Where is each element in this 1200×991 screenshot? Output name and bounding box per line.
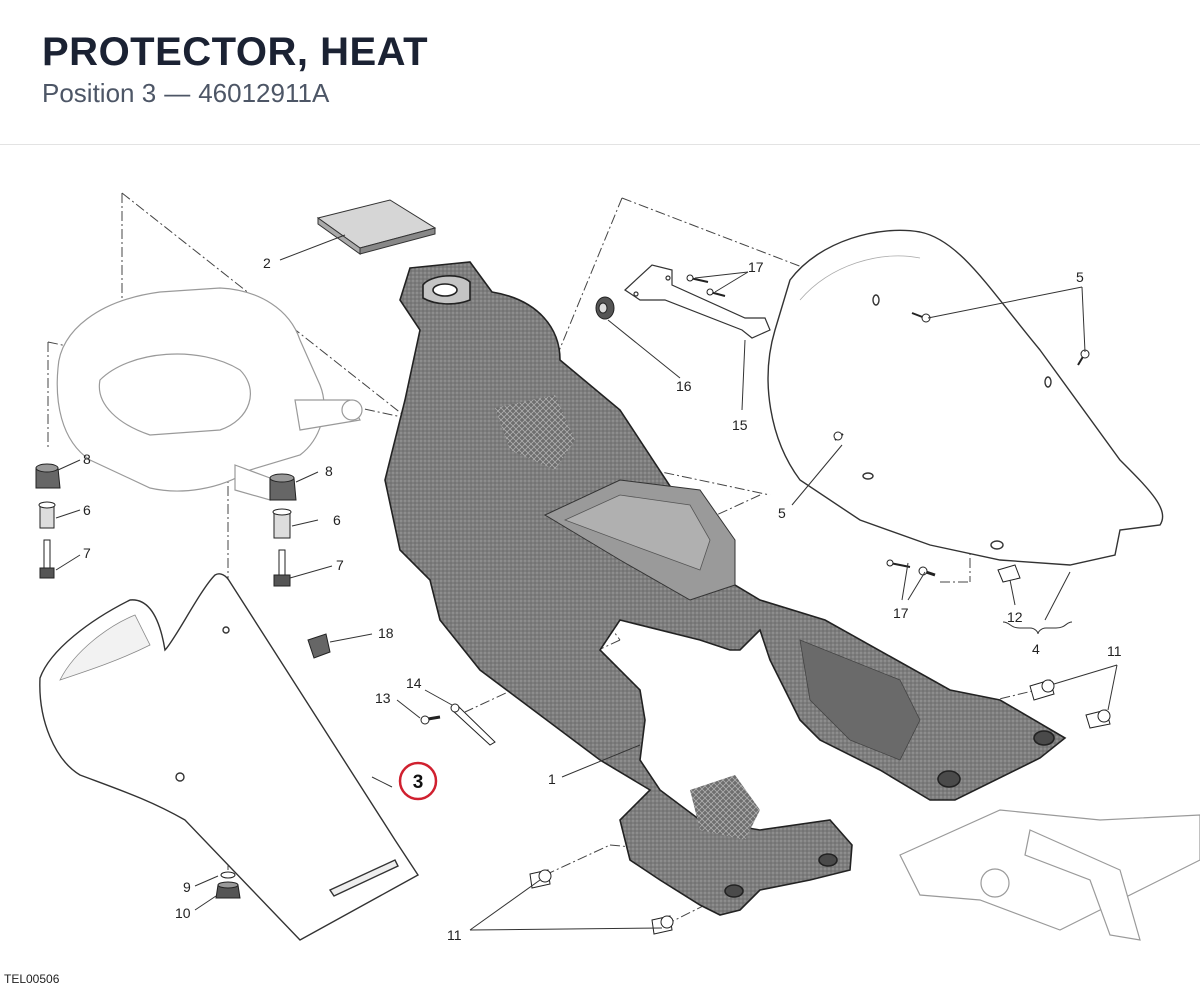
callout-2: 2: [263, 255, 271, 271]
part-4-seat-cover: [767, 229, 1164, 566]
callout-11b: 11: [447, 927, 462, 943]
position-label: Position 3: [42, 78, 157, 108]
part-3-heat-shield: [39, 573, 420, 941]
drawing-code: TEL00506: [4, 972, 60, 986]
part-1-body-cover: [384, 261, 1067, 916]
callout-8a: 8: [83, 451, 91, 467]
part-number: 46012911A: [198, 78, 330, 108]
callout-11a: 11: [1107, 643, 1122, 659]
callout-labels: 1 2 3 4 5 5 6 6 7 7 8 8 9 10 11 11 12 13…: [83, 255, 1122, 943]
part-16-grommet: [595, 296, 615, 320]
callout-13: 13: [375, 690, 391, 706]
callout-4: 4: [1032, 641, 1040, 657]
callout-12: 12: [1007, 609, 1023, 625]
callout-8b: 8: [325, 463, 333, 479]
exploded-parts-diagram: 1 2 3 4 5 5 6 6 7 7 8 8 9 10 11 11 12 13…: [35, 192, 1200, 943]
callout-7a: 7: [83, 545, 91, 561]
callout-17a: 17: [748, 259, 764, 275]
callout-3: 3: [413, 772, 424, 793]
callout-14: 14: [406, 675, 422, 691]
callout-18: 18: [378, 625, 394, 641]
part-2-pad: [316, 199, 437, 255]
page-header: PROTECTOR, HEAT Position 3—46012911A: [0, 0, 1200, 145]
callout-15: 15: [732, 417, 748, 433]
callout-5b: 5: [778, 505, 786, 521]
part-15-bracket: [624, 264, 771, 339]
callout-6b: 6: [333, 512, 341, 528]
callout-5a: 5: [1076, 269, 1084, 285]
page-subtitle: Position 3—46012911A: [42, 78, 329, 109]
callout-16: 16: [676, 378, 692, 394]
subtitle-separator: —: [164, 78, 191, 108]
hardware-fasteners: [35, 274, 1111, 935]
callout-17b: 17: [893, 605, 909, 621]
frame-subassembly-outline: [56, 287, 1200, 941]
callout-6a: 6: [83, 502, 91, 518]
callout-7b: 7: [336, 557, 344, 573]
callout-1: 1: [548, 771, 556, 787]
callout-10: 10: [175, 905, 191, 921]
page-title: PROTECTOR, HEAT: [42, 30, 429, 74]
callout-3-highlight-ring: [398, 761, 438, 801]
callout-leader-lines: [55, 234, 1118, 931]
callout-9: 9: [183, 879, 191, 895]
